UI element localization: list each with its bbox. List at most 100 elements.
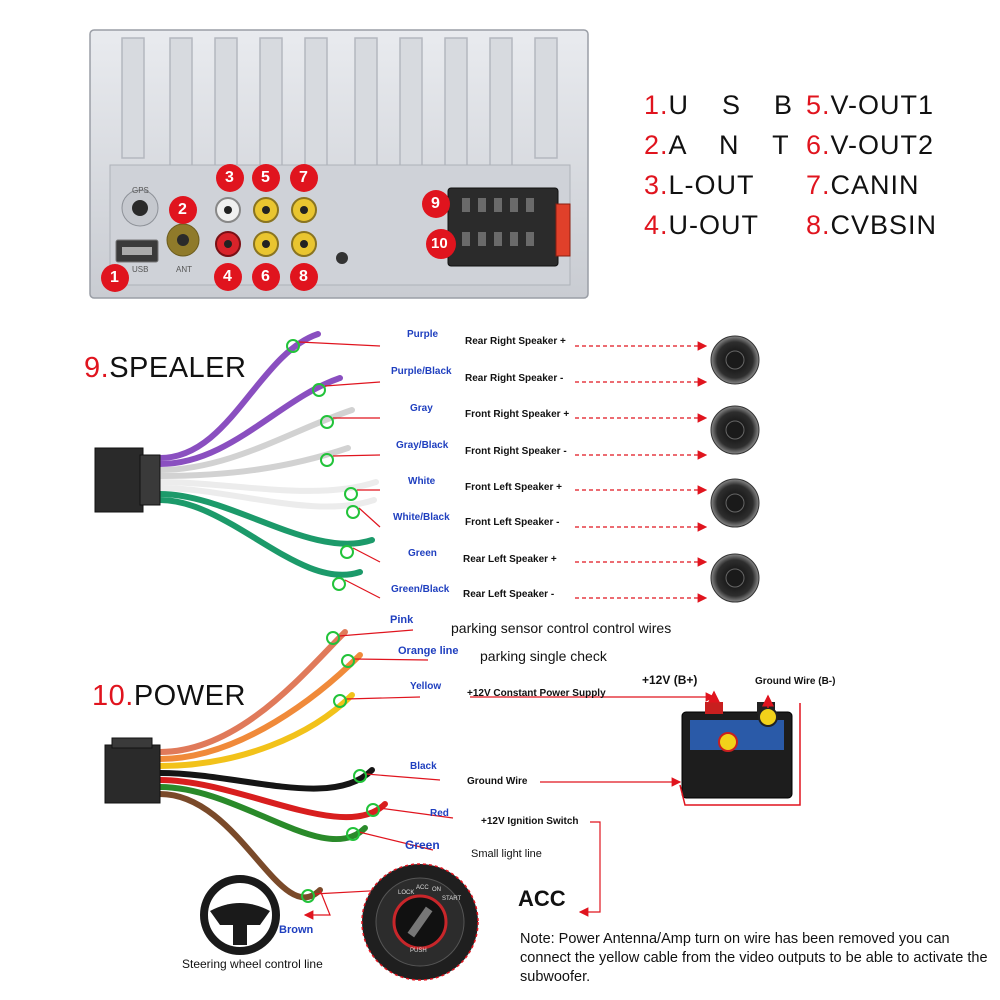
legend-number: 5. <box>806 90 831 120</box>
wire-function-label: Rear Right Speaker + <box>465 336 566 347</box>
wire-highlight-circle <box>344 487 358 501</box>
label-leader-line <box>345 696 421 700</box>
legend-item: 6.V-OUT2 <box>806 130 934 161</box>
wire-color-label: Gray <box>410 403 433 414</box>
wire-color-label: Black <box>410 761 437 772</box>
marker-5: 5 <box>261 169 270 186</box>
marker-7: 7 <box>299 169 308 186</box>
marker-3: 3 <box>225 169 234 186</box>
power-wire <box>157 777 388 821</box>
wire-highlight-circle <box>286 339 300 353</box>
marker-4: 4 <box>223 268 232 285</box>
wire-color-label: Green/Black <box>391 584 450 595</box>
wire-function-label: Front Right Speaker + <box>465 409 570 420</box>
label-leader-line <box>332 454 381 457</box>
wire-function-label: +12V Constant Power Supply <box>467 688 606 699</box>
marker-10: 10 <box>431 235 448 252</box>
legend-label: V-OUT2 <box>830 130 935 160</box>
speaker-wire <box>157 491 375 547</box>
wire-color-label: Pink <box>390 614 414 626</box>
legend-number: 7. <box>806 170 831 200</box>
wire-function-label: Small light line <box>471 848 542 860</box>
legend-item: 1.U S B <box>644 90 793 121</box>
power-wire <box>157 767 375 792</box>
wire-function-label: Rear Right Speaker - <box>465 373 564 384</box>
wire-function-label: Front Left Speaker + <box>465 482 562 493</box>
legend-number: 1. <box>644 90 669 120</box>
legend-number: 8. <box>806 210 831 240</box>
speaker-wire <box>157 331 321 461</box>
wire-function-label: Rear Left Speaker - <box>463 589 555 600</box>
marker-9: 9 <box>431 195 440 212</box>
wire-highlight-circle <box>341 654 355 668</box>
wire-highlight-circle <box>301 889 315 903</box>
marker-1: 1 <box>110 269 119 286</box>
power-wire <box>157 692 355 769</box>
speaker-wire <box>157 497 363 578</box>
wire-function-label: Rear Left Speaker + <box>463 554 557 565</box>
power-harness <box>104 629 388 901</box>
marker-8: 8 <box>299 268 308 285</box>
speaker-section-title: 9.SPEALER <box>84 352 246 385</box>
ignition-switch-icon <box>362 864 478 980</box>
legend-label: A N T <box>668 130 790 160</box>
power-wire <box>157 652 363 762</box>
legend-item: 7.CANIN <box>806 170 920 201</box>
wire-color-label: Purple/Black <box>391 366 452 377</box>
acc-label: ACC <box>518 886 566 911</box>
wire-highlight-circle <box>353 769 367 783</box>
label-leader-line <box>324 381 381 387</box>
battery-icon <box>681 702 793 799</box>
legend-label: CANIN <box>830 170 920 200</box>
speaker-wire <box>157 375 343 467</box>
gps-label: GPS <box>132 186 149 195</box>
wire-function-label: Ground Wire <box>467 776 528 787</box>
wire-highlight-circle <box>346 505 360 519</box>
wire-function-label: Front Left Speaker - <box>465 517 560 528</box>
label-leader-line <box>298 341 381 347</box>
ignition-arrow <box>578 821 601 917</box>
label-leader-line <box>344 579 381 599</box>
wire-highlight-circle <box>320 453 334 467</box>
ant-port-label: ANT <box>176 265 192 274</box>
wire-color-label: Red <box>430 808 449 819</box>
battery-positive-label: +12V (B+) <box>642 673 698 687</box>
wire-function-label: Steering wheel control line <box>182 957 323 971</box>
marker-2: 2 <box>178 201 187 218</box>
wire-highlight-circle <box>333 694 347 708</box>
speaker-wire <box>157 407 355 473</box>
wire-function-label: +12V Ignition Switch <box>481 816 579 827</box>
wire-function-label: Front Right Speaker - <box>465 446 567 457</box>
wire-highlight-circle <box>312 383 326 397</box>
speaker-wire <box>157 485 377 510</box>
legend-number: 6. <box>806 130 831 160</box>
section-number: 9. <box>84 352 110 384</box>
legend-item: 3.L-OUT <box>644 170 755 201</box>
wire-highlight-circle <box>340 545 354 559</box>
usb-port-label: USB <box>132 265 149 274</box>
legend-label: V-OUT1 <box>830 90 935 120</box>
legend-item: 4.U-OUT <box>644 210 759 241</box>
legend-item: 2.A N T <box>644 130 790 161</box>
legend-number: 4. <box>644 210 669 240</box>
ignition-push-text: PUSH <box>410 948 427 954</box>
label-leader-line <box>358 831 434 851</box>
wire-highlight-circle <box>366 803 380 817</box>
wire-color-label: Brown <box>279 924 314 936</box>
label-leader-line <box>353 658 429 661</box>
wire-color-label: Green <box>405 838 440 852</box>
label-leader-line <box>352 547 381 563</box>
ignition-acc-text: ACC <box>416 885 429 891</box>
marker-6: 6 <box>261 268 270 285</box>
section-title-text: POWER <box>133 680 246 712</box>
steering-wheel-icon <box>200 875 280 955</box>
legend-label: L-OUT <box>668 170 755 200</box>
battery-ground-label: Ground Wire (B-) <box>755 676 836 687</box>
wire-color-label: Yellow <box>410 681 442 692</box>
wire-color-label: Gray/Black <box>396 440 449 451</box>
ignition-lock-text: LOCK <box>398 890 415 896</box>
wire-function-label: parking sensor control control wires <box>451 620 672 636</box>
legend-label: U-OUT <box>668 210 760 240</box>
